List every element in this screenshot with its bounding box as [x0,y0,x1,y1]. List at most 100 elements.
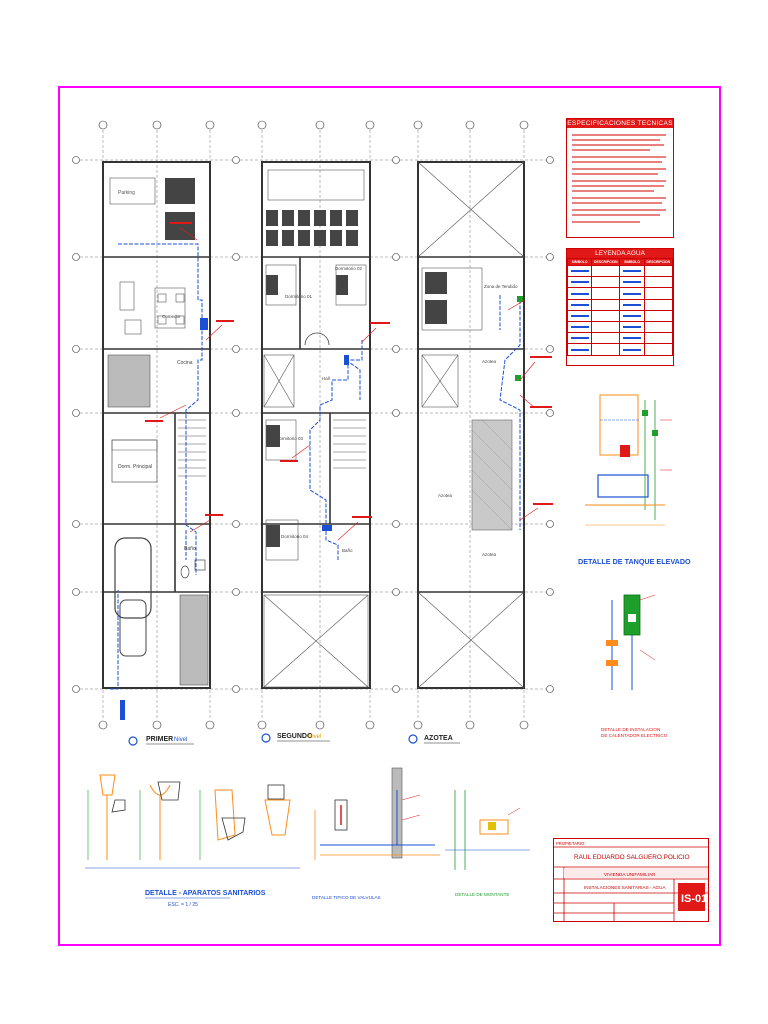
detail-title-valvulas: DETALLE TIPICO DE VALVULAS [312,895,381,900]
legend-symbol [619,320,645,334]
detail-calentador: DETALLE DE INSTALACION DE CALENTADOR ELE… [601,594,668,738]
legend-symbol-mark [623,348,642,351]
legend-header-symbol-2: SIMBOLO [619,258,645,266]
legend-symbol-mark [570,348,589,351]
room-label-azotea-1: Azotea [482,359,497,364]
detail-aparatos-sanitarios: DETALLE - APARATOS SANITARIOS ESC. = 1 /… [85,774,300,908]
legend-description [591,287,621,300]
sheet-frame [58,86,721,946]
legend-symbol [566,287,593,300]
plan-suffix-primer: Nivel [174,737,187,743]
legend-description [643,320,674,334]
legend-symbol-mark [623,337,642,340]
legend-row [566,298,674,311]
room-label-bano-1: Baño [184,546,196,552]
legend-symbol [619,298,645,311]
legend-description [643,287,674,300]
legend-symbol [619,276,645,289]
legend-symbol-mark [623,303,642,306]
plan-title-segundo: SEGUNDO [277,733,313,740]
legend-symbol [566,264,593,278]
title-block-project: VIVIENDA UNIFAMILIAR [604,872,656,877]
legend-panel: LEYENDA AGUA SIMBOLO DESCRIPCION SIMBOLO… [566,248,674,366]
legend-symbol [566,343,593,356]
plan-title-primer: PRIMER [146,736,173,743]
legend-row [566,332,674,345]
legend-symbol-mark [570,326,589,329]
detail-valvulas: DETALLE TIPICO DE VALVULAS [312,767,440,900]
legend-symbol [566,309,593,322]
legend-symbol-mark [570,303,589,306]
legend-description [643,332,674,345]
legend-description [591,332,621,345]
legend-row [566,287,674,300]
room-label-azotea-3: Azotea [482,552,497,557]
legend-description [643,276,674,289]
title-block: PROPIETARIO: RAUL EDUARDO SALGUERO POLIC… [553,838,709,922]
legend-row [566,320,674,334]
legend-symbol-mark [623,292,642,295]
legend-table: SIMBOLO DESCRIPCION SIMBOLO DESCRIPCION [566,258,674,356]
legend-symbol-mark [570,270,589,273]
legend-symbol [619,309,645,322]
legend-header-desc-2: DESCRIPCION [643,258,674,266]
legend-symbol [566,320,593,334]
legend-description [591,309,621,322]
legend-symbol-mark [623,270,642,273]
legend-row [566,276,674,289]
room-label-dorm-principal: Dorm. Principal [118,464,152,470]
legend-symbol [619,343,645,356]
room-label-dormitorio-1: Dormitorio 01 [285,294,313,299]
room-label-dormitorio-2: Dormitorio 02 [335,266,363,271]
detail-title-calentador-2: DE CALENTADOR ELECTRICO [601,733,668,738]
legend-header-desc-1: DESCRIPCION [591,258,621,266]
detail-scale-aparatos: ESC. = 1 / 25 [168,902,198,908]
legend-description [591,298,621,311]
detail-tanque-elevado: DETALLE DE TANQUE ELEVADO [578,394,691,566]
legend-symbol-mark [570,337,589,340]
legend-symbol-mark [570,281,589,284]
room-label-bano-2: Baño [342,548,353,553]
legend-description [591,320,621,334]
plan-azotea: Zona de Tendido Azotea Azotea Azotea AZO… [400,120,554,744]
specs-body [567,128,673,231]
plan-primer-nivel: Parking Cocina Comedor Dorm. Principal B… [72,120,240,746]
detail-title-aparatos: DETALLE - APARATOS SANITARIOS [145,890,266,897]
legend-symbol [619,332,645,345]
specs-text-lines [572,134,666,223]
plan-segundo-nivel: Dormitorio 01 Dormitorio 02 Dormitorio 0… [240,120,400,743]
legend-header-symbol-1: SIMBOLO [566,258,593,266]
plan-title-azotea: AZOTEA [424,735,453,742]
legend-symbol-mark [623,315,642,317]
room-label-comedor: Comedor [162,314,181,319]
svg-text:Parking: Parking [118,190,135,196]
legend-row [566,309,674,322]
legend-description [591,343,621,356]
detail-title-tanque: DETALLE DE TANQUE ELEVADO [578,557,691,566]
legend-description [643,264,674,278]
room-label-dormitorio-3: Dormitorio 03 [276,436,304,441]
legend-symbol [619,264,645,278]
room-label-hall: Hall [322,376,330,381]
room-label-dormitorio-4: Dormitorio 04 [281,534,309,539]
legend-row [566,343,674,356]
detail-montante: DETALLE DE MONTANTE [445,790,530,897]
legend-description [643,343,674,356]
legend-title: LEYENDA AGUA [567,249,673,258]
legend-symbol [619,287,645,300]
room-label-cocina: Cocina [177,360,193,366]
legend-symbol [566,276,593,289]
legend-description [591,264,621,278]
legend-symbol-mark [623,281,642,284]
room-label-zona-tendido: Zona de Tendido [484,284,518,289]
legend-symbol-mark [570,315,589,317]
legend-description [591,276,621,289]
detail-title-calentador-1: DETALLE DE INSTALACION [601,727,660,732]
title-block-plan: INSTALACIONES SANITARIAS - AGUA [584,885,666,890]
specs-panel: ESPECIFICACIONES TECNICAS [566,118,674,238]
legend-symbol [566,332,593,345]
legend-symbol-mark [570,292,589,295]
legend-row [566,264,674,278]
legend-description [643,298,674,311]
